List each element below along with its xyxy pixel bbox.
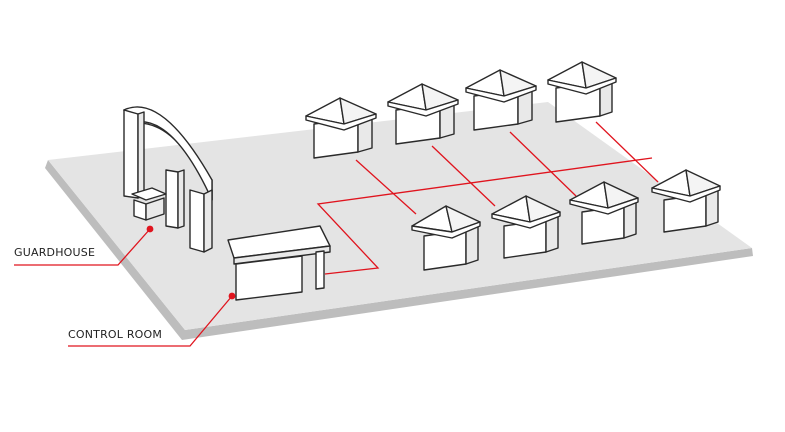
house-icon xyxy=(411,205,481,271)
house-icon xyxy=(651,169,721,233)
guardhouse-marker xyxy=(146,225,154,233)
house-icon xyxy=(569,181,639,245)
house-icon xyxy=(305,97,377,159)
house-icon xyxy=(387,83,459,145)
house-icon xyxy=(547,61,617,123)
guardhouse-label: GUARDHOUSE xyxy=(14,246,96,259)
control-room-icon xyxy=(227,225,331,301)
house-icon xyxy=(465,69,537,131)
control-room-label: CONTROL ROOM xyxy=(68,328,163,341)
ground-platform xyxy=(45,102,753,340)
control-room-marker xyxy=(228,292,236,300)
house-icon xyxy=(491,195,561,259)
network-wiring xyxy=(316,121,659,275)
callout-lines xyxy=(14,228,233,347)
guardhouse-icon xyxy=(123,106,213,253)
